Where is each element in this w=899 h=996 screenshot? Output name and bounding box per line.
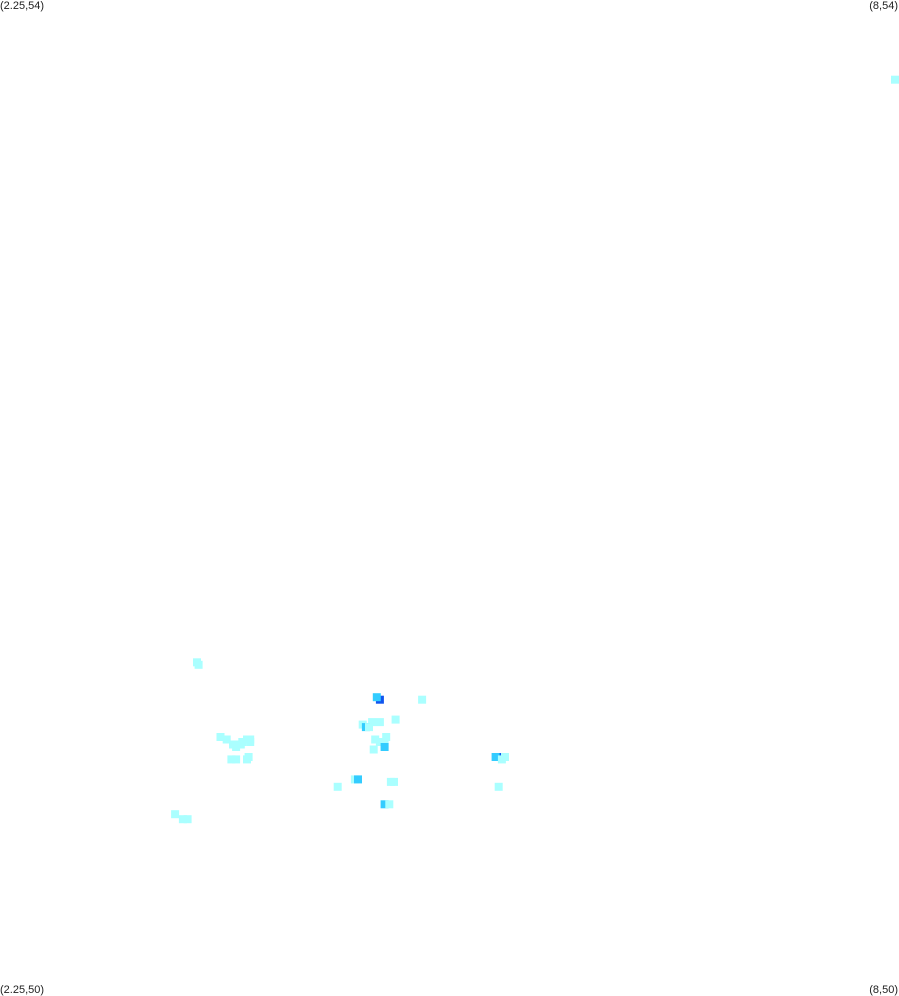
corner-label-top-right: (8,54) [869, 0, 898, 12]
data-point [369, 745, 378, 754]
data-point [236, 740, 245, 749]
data-point [372, 693, 381, 702]
data-point [368, 718, 377, 727]
data-point [246, 738, 255, 746]
data-point [380, 800, 389, 809]
data-point [244, 753, 253, 761]
corner-label-bottom-right: (8,50) [869, 984, 898, 996]
data-point [222, 735, 231, 744]
data-point [371, 735, 380, 744]
data-point [229, 740, 237, 749]
data-point [178, 815, 187, 824]
data-point [491, 753, 500, 761]
data-point [216, 733, 225, 741]
corner-label-top-left: (2.25,54) [0, 0, 45, 12]
data-point [385, 800, 394, 809]
data-points-layer [171, 75, 899, 824]
data-point [227, 755, 236, 764]
data-point [390, 777, 398, 786]
data-point [382, 733, 391, 741]
data-point [391, 715, 400, 724]
data-point [501, 753, 509, 761]
data-point [354, 775, 362, 784]
data-point [232, 755, 241, 764]
data-point [365, 723, 373, 732]
data-point [183, 815, 192, 824]
data-point [891, 75, 899, 84]
data-point [194, 660, 203, 669]
data-point [333, 782, 342, 791]
data-point [375, 738, 384, 746]
data-point [418, 695, 427, 704]
data-point [494, 782, 503, 791]
data-point [380, 743, 389, 751]
data-point [375, 718, 384, 727]
data-point [171, 810, 180, 819]
corner-label-bottom-left: (2.25,50) [0, 984, 45, 996]
